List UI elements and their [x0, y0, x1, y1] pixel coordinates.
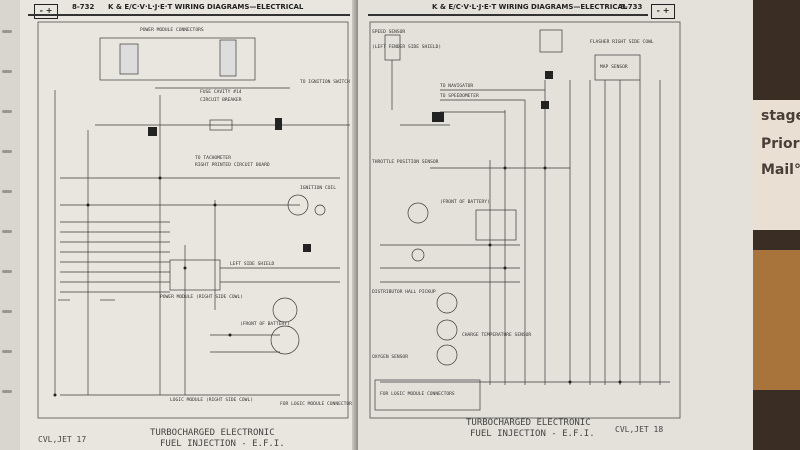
right-footer-title-1: TURBOCHARGED ELECTRONIC: [466, 418, 591, 428]
envelope-text-2: Prior: [761, 136, 800, 152]
notebook-margin: [0, 0, 20, 450]
left-label-circuit-breaker: CIRCUIT BREAKER: [200, 98, 242, 103]
right-label-logic-connectors: FOR LOGIC MODULE CONNECTORS: [380, 392, 455, 397]
right-footer-title-2: FUEL INJECTION - E.F.I.: [470, 429, 595, 439]
battery-icon: - +: [34, 4, 58, 19]
left-label-ignition-coil: IGNITION COIL: [300, 186, 336, 191]
left-label-side-shield: LEFT SIDE SHIELD: [230, 262, 275, 267]
left-footer-title-2: FUEL INJECTION - E.F.I.: [160, 439, 285, 449]
envelope-text-1: stage re: [761, 108, 800, 124]
right-label-navigator: TO NAVIGATOR: [440, 84, 474, 89]
left-label-logic-module: LOGIC MODULE (RIGHT SIDE COWL): [170, 398, 253, 403]
left-label-power-module-connectors: POWER MODULE CONNECTORS: [140, 28, 204, 33]
right-page-header-title: K & E/C·V·L·J·E·T WIRING DIAGRAMS—ELECTR…: [432, 3, 628, 11]
left-label-circuit-board: RIGHT PRINTED CIRCUIT BOARD: [195, 163, 270, 168]
right-label-map-sensor: MAP SENSOR: [600, 65, 628, 70]
right-label-flasher: FLASHER RIGHT SIDE COWL: [590, 40, 654, 45]
left-page: [20, 0, 358, 450]
left-header-rule: [28, 14, 350, 16]
right-header-rule: [368, 14, 648, 16]
background-desk: stage re Prior Mail° S: [753, 0, 800, 450]
battery-icon-right: - +: [651, 4, 675, 19]
right-label-distributor: DISTRIBUTOR HALL PICKUP: [372, 290, 436, 295]
left-label-fuse-cavity: FUSE CAVITY #14: [200, 90, 242, 95]
left-label-power-module: POWER MODULE (RIGHT SIDE COWL): [160, 295, 243, 300]
right-label-fender-shield: (LEFT FENDER SIDE SHIELD): [372, 45, 442, 50]
left-footer-tab: CVL,JET 17: [38, 435, 87, 444]
right-label-speedometer: TO SPEEDOMETER: [440, 94, 479, 99]
right-page-number: 8-733: [620, 3, 643, 11]
right-label-oxygen-sensor: OXYGEN SENSOR: [372, 355, 408, 360]
left-label-logic-connectors: FOR LOGIC MODULE CONNECTORS: [280, 402, 355, 407]
wooden-shelf: [753, 250, 800, 390]
right-label-throttle-sensor: THROTTLE POSITION SENSOR: [372, 160, 439, 165]
left-label-front-battery: (FRONT OF BATTERY): [240, 322, 290, 327]
left-page-header-title: K & E/C·V·L·J·E·T WIRING DIAGRAMS—ELECTR…: [108, 3, 304, 11]
left-label-ignition-switch: TO IGNITION SWITCH: [300, 80, 350, 85]
background-envelope: stage re Prior Mail° S: [753, 100, 800, 230]
right-footer-tab: CVL,JET 18: [615, 425, 664, 434]
right-label-speed-sensor: SPEED SENSOR: [372, 30, 406, 35]
left-label-tachometer: TO TACHOMETER: [195, 156, 231, 161]
right-label-charge-temp: CHARGE TEMPERATURE SENSOR: [462, 333, 532, 338]
left-page-number: 8-732: [72, 3, 95, 11]
envelope-text-3: Mail° S: [761, 162, 800, 178]
left-footer-title-1: TURBOCHARGED ELECTRONIC: [150, 428, 275, 438]
right-page: [358, 0, 753, 450]
right-label-front-battery: (FRONT OF BATTERY): [440, 200, 490, 205]
